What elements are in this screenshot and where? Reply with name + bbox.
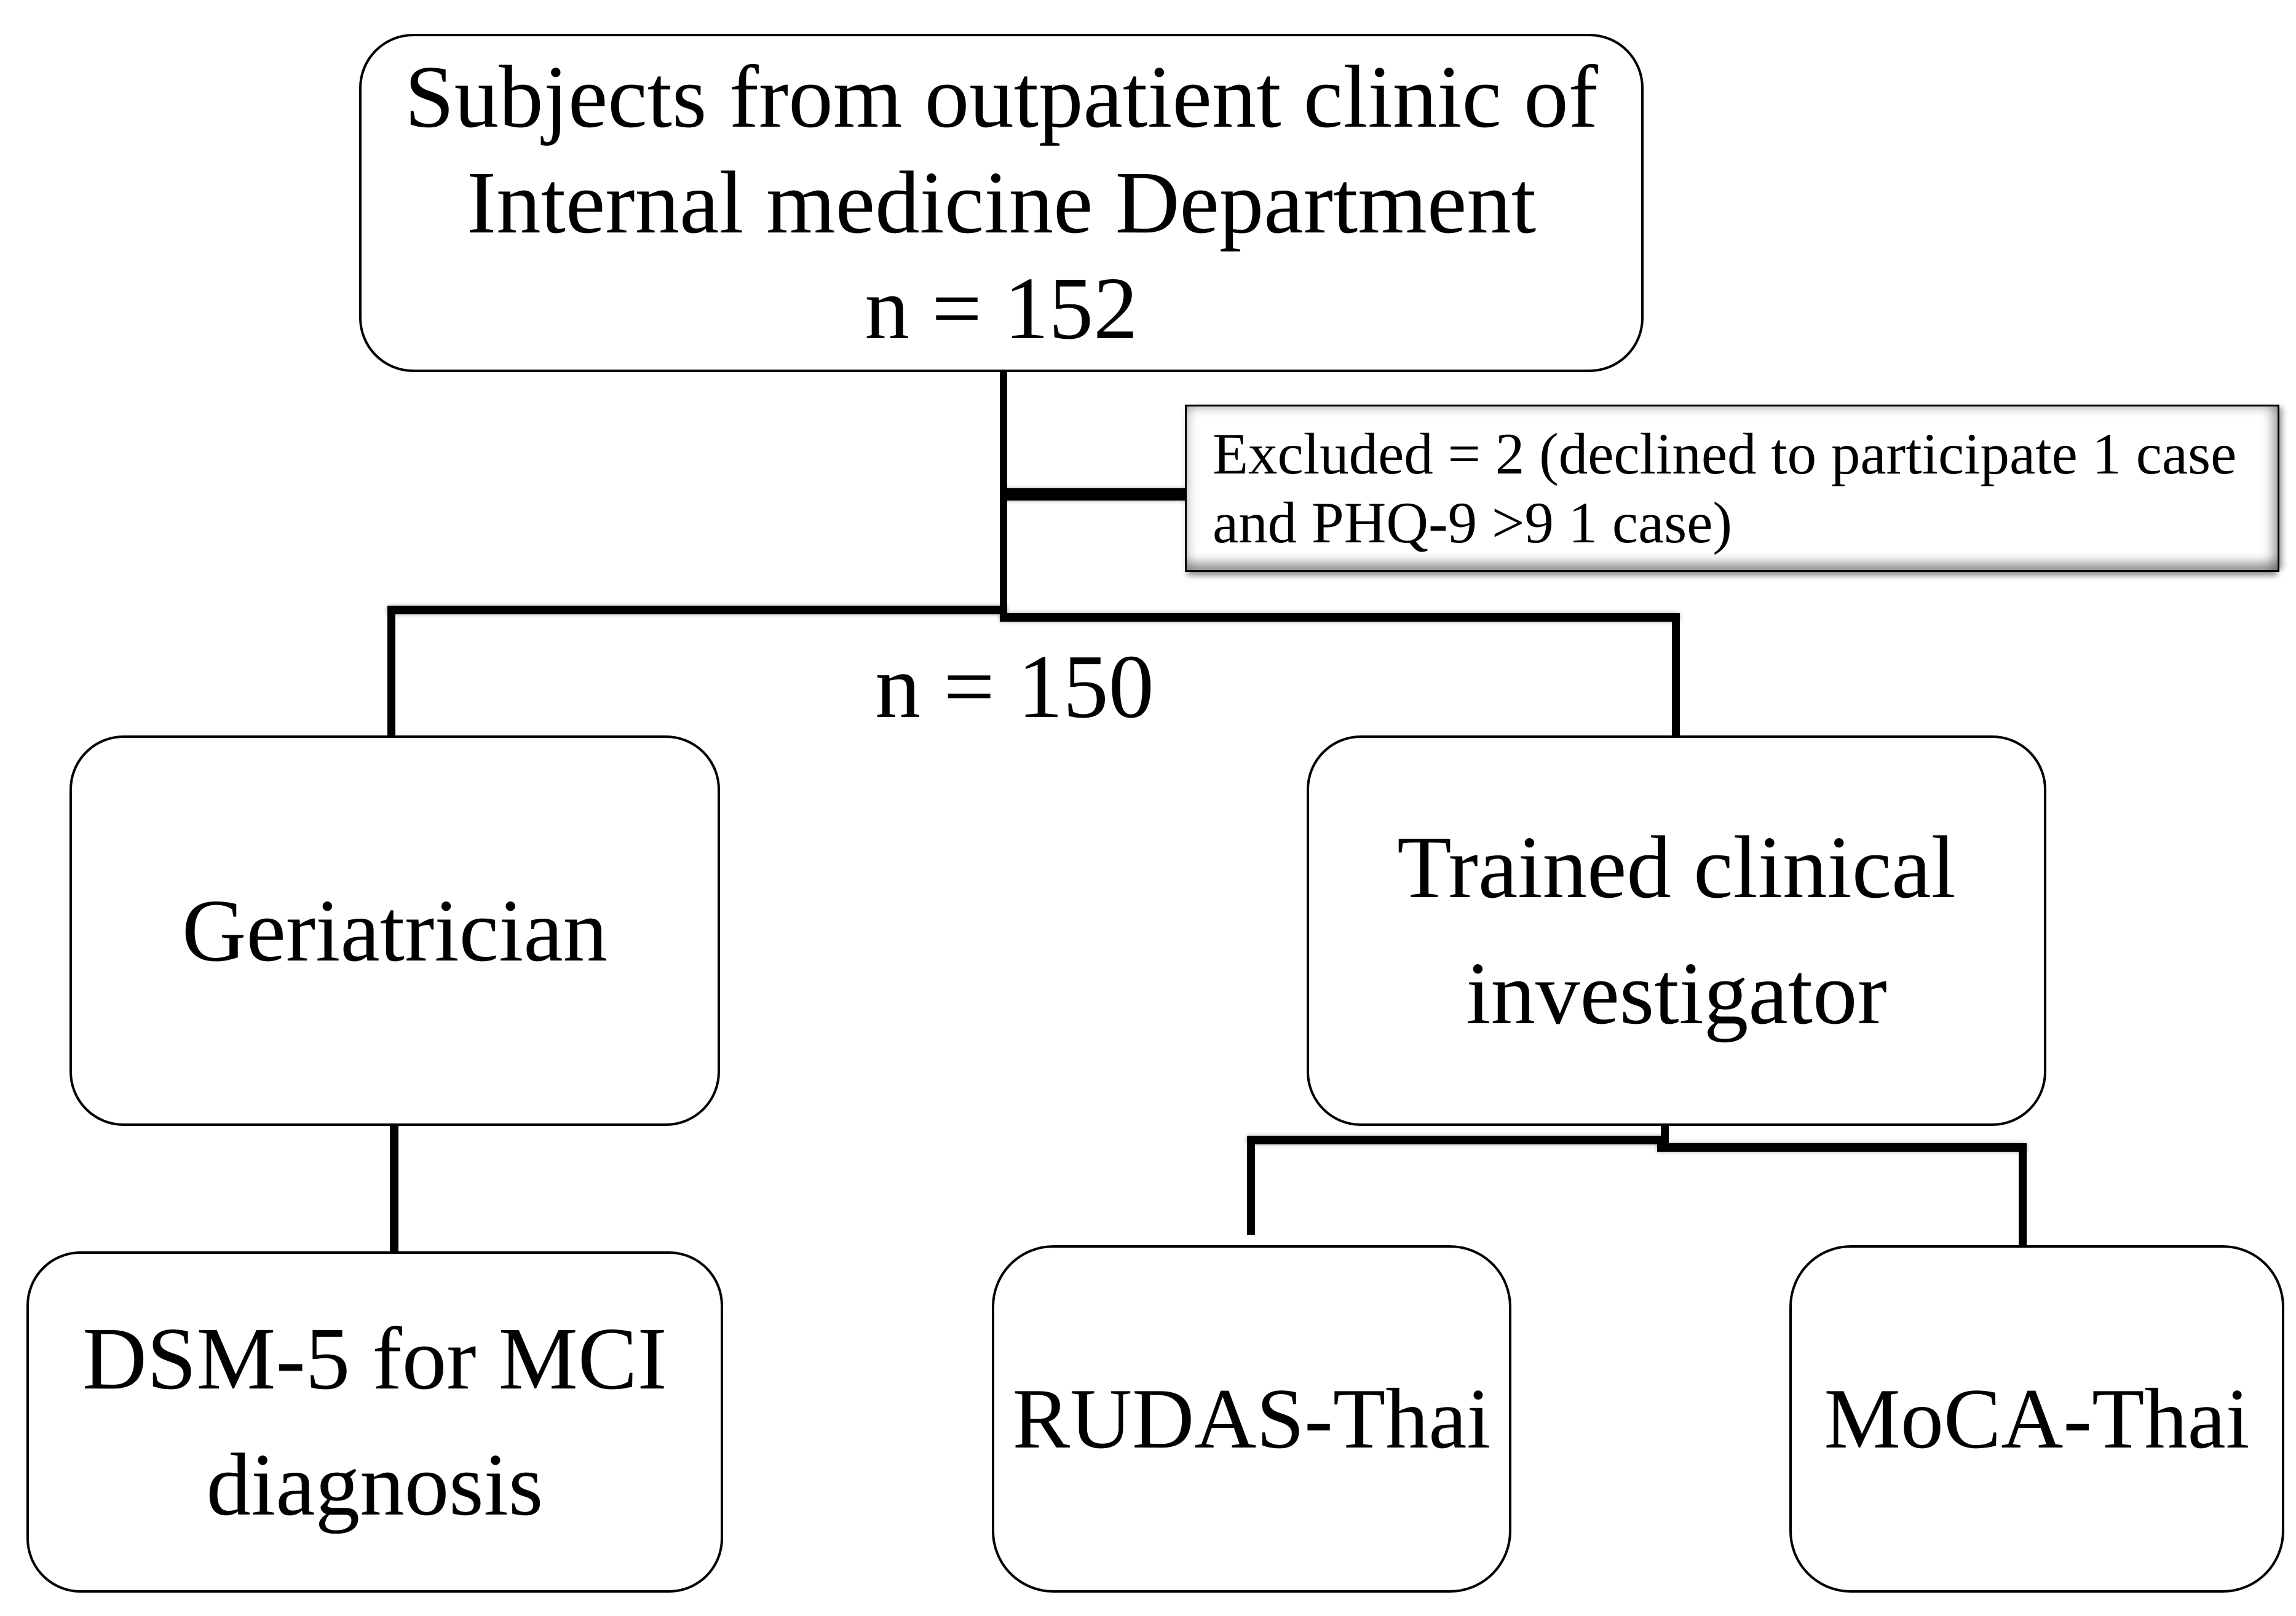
box-excluded: Excluded = 2 (declined to participate 1 … [1185,405,2279,572]
subjects-line-2: Internal medicine Department [466,154,1537,252]
label-n150: n = 150 [875,636,1154,737]
subjects-line-1: Subjects from outpatient clinic of [405,48,1598,146]
trained-line-1: Trained clinical [1397,818,1956,917]
connector-branch-left-vertical [387,606,395,737]
trained-line-2: investigator [1466,944,1887,1043]
dsm-line-1: DSM-5 for MCI [82,1309,667,1408]
connector-subbranch-left-horizontal [1247,1136,1666,1144]
connector-subbranch-right-vertical [2019,1143,2027,1246]
excluded-line-2: and PHQ-9 >9 1 case) [1213,490,1733,555]
subjects-count: n = 152 [865,259,1138,358]
connector-subbranch-right-horizontal [1657,1143,2027,1152]
box-moca-thai: MoCA-Thai [1789,1245,2284,1593]
box-dsm5: DSM-5 for MCI diagnosis [26,1251,723,1593]
connector-subbranch-left-vertical [1247,1136,1255,1235]
excluded-line-1: Excluded = 2 (declined to participate 1 … [1213,421,2237,486]
box-subjects: Subjects from outpatient clinic of Inter… [359,34,1644,372]
rudas-label: RUDAS-Thai [1012,1371,1491,1467]
connector-branch-right-vertical [1672,613,1680,737]
connector-branch-right-horizontal [1000,613,1680,622]
box-geriatrician: Geriatrician [69,735,720,1126]
dsm-line-2: diagnosis [206,1435,544,1534]
geriatrician-label: Geriatrician [181,881,608,980]
moca-label: MoCA-Thai [1824,1371,2250,1467]
connector-geriatrician-dsm [390,1125,398,1253]
connector-excluded-stub [1004,488,1186,501]
box-trained-investigator: Trained clinical investigator [1307,735,2046,1126]
connector-branch-left-horizontal [387,606,1007,614]
box-rudas-thai: RUDAS-Thai [992,1245,1511,1593]
